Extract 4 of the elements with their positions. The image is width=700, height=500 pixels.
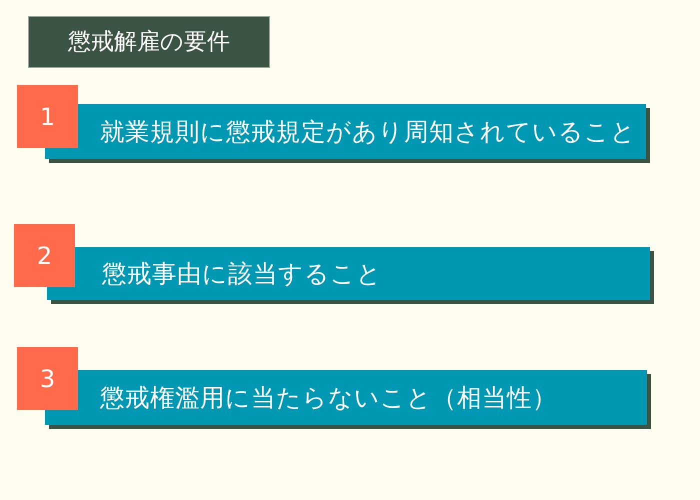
number-badge: 3 bbox=[17, 347, 78, 410]
number-badge: 1 bbox=[17, 85, 78, 148]
number-badge: 2 bbox=[14, 224, 75, 287]
title-banner: 懲戒解雇の要件 bbox=[28, 16, 270, 68]
